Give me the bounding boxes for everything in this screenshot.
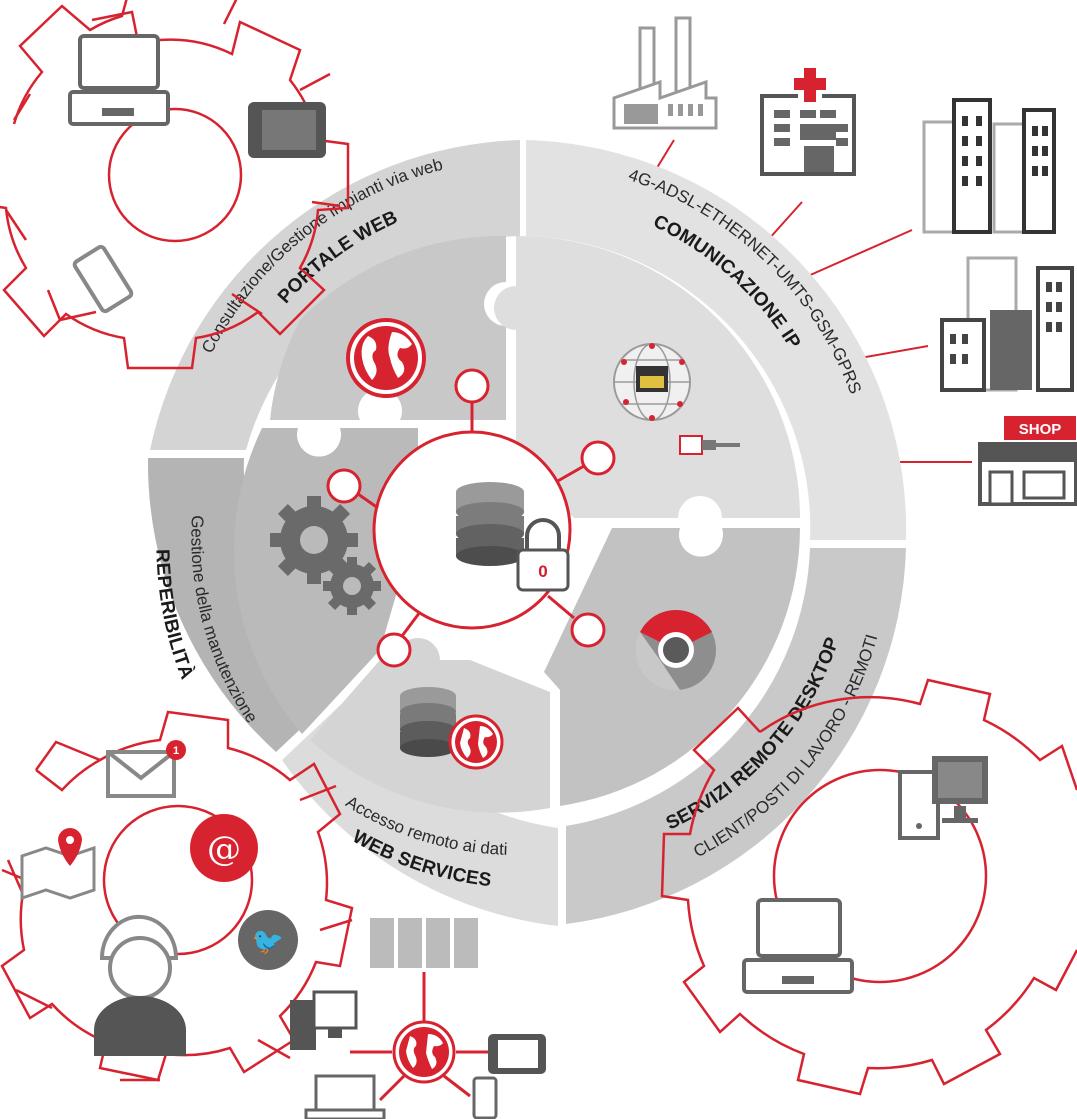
database-lock-icon: 0 [456, 482, 570, 592]
desktop-computer-icon [898, 756, 988, 840]
ethernet-globe-icon [613, 343, 740, 455]
gear-outline-icon [0, 0, 350, 370]
email-at-icon: @ [190, 814, 258, 882]
database-globe-icon [400, 687, 504, 770]
office-buildings-icon [922, 98, 1056, 234]
smartphone-icon [472, 1076, 498, 1119]
desktop-computer-icon [290, 990, 358, 1050]
mail-badge: 1 [173, 745, 179, 757]
smartphone-icon [72, 244, 134, 314]
gear-remote-desktop [660, 678, 1077, 1096]
svg-text:🐦: 🐦 [252, 927, 284, 957]
technician-icon [94, 914, 186, 1056]
shop-icon: SHOP [978, 416, 1077, 506]
segment-remote-desktop[interactable] [566, 548, 906, 924]
gear-devices-topleft [0, 0, 350, 370]
laptop-icon [68, 34, 170, 126]
gear-outline-icon [660, 678, 1077, 1096]
globe-icon [392, 1020, 456, 1084]
laptop-icon [742, 898, 854, 994]
tablet-icon [248, 102, 326, 158]
mail-icon: 1 [106, 740, 186, 798]
chrome-icon [635, 609, 716, 691]
twitter-icon: 🐦 [238, 910, 298, 970]
gear-outline-icon [0, 710, 354, 1082]
segment-comunicazione-ip[interactable] [526, 140, 907, 540]
tablet-icon [488, 1034, 546, 1074]
server-rack-icon [370, 918, 478, 968]
connector-lines [651, 139, 972, 463]
factory-icon [612, 16, 718, 130]
network-cluster [290, 918, 546, 1119]
center-hub: 0 [326, 368, 616, 668]
lock-label: 0 [538, 562, 547, 581]
at-symbol: @ [207, 829, 241, 869]
globe-icon [346, 318, 426, 398]
gear-reperibilita: 1 @ 🐦 [0, 710, 354, 1082]
hospital-icon [760, 64, 856, 176]
shop-sign: SHOP [1019, 421, 1062, 438]
map-pin-icon [20, 828, 96, 901]
city-buildings-icon [940, 256, 1074, 392]
laptop-icon [304, 1074, 386, 1119]
